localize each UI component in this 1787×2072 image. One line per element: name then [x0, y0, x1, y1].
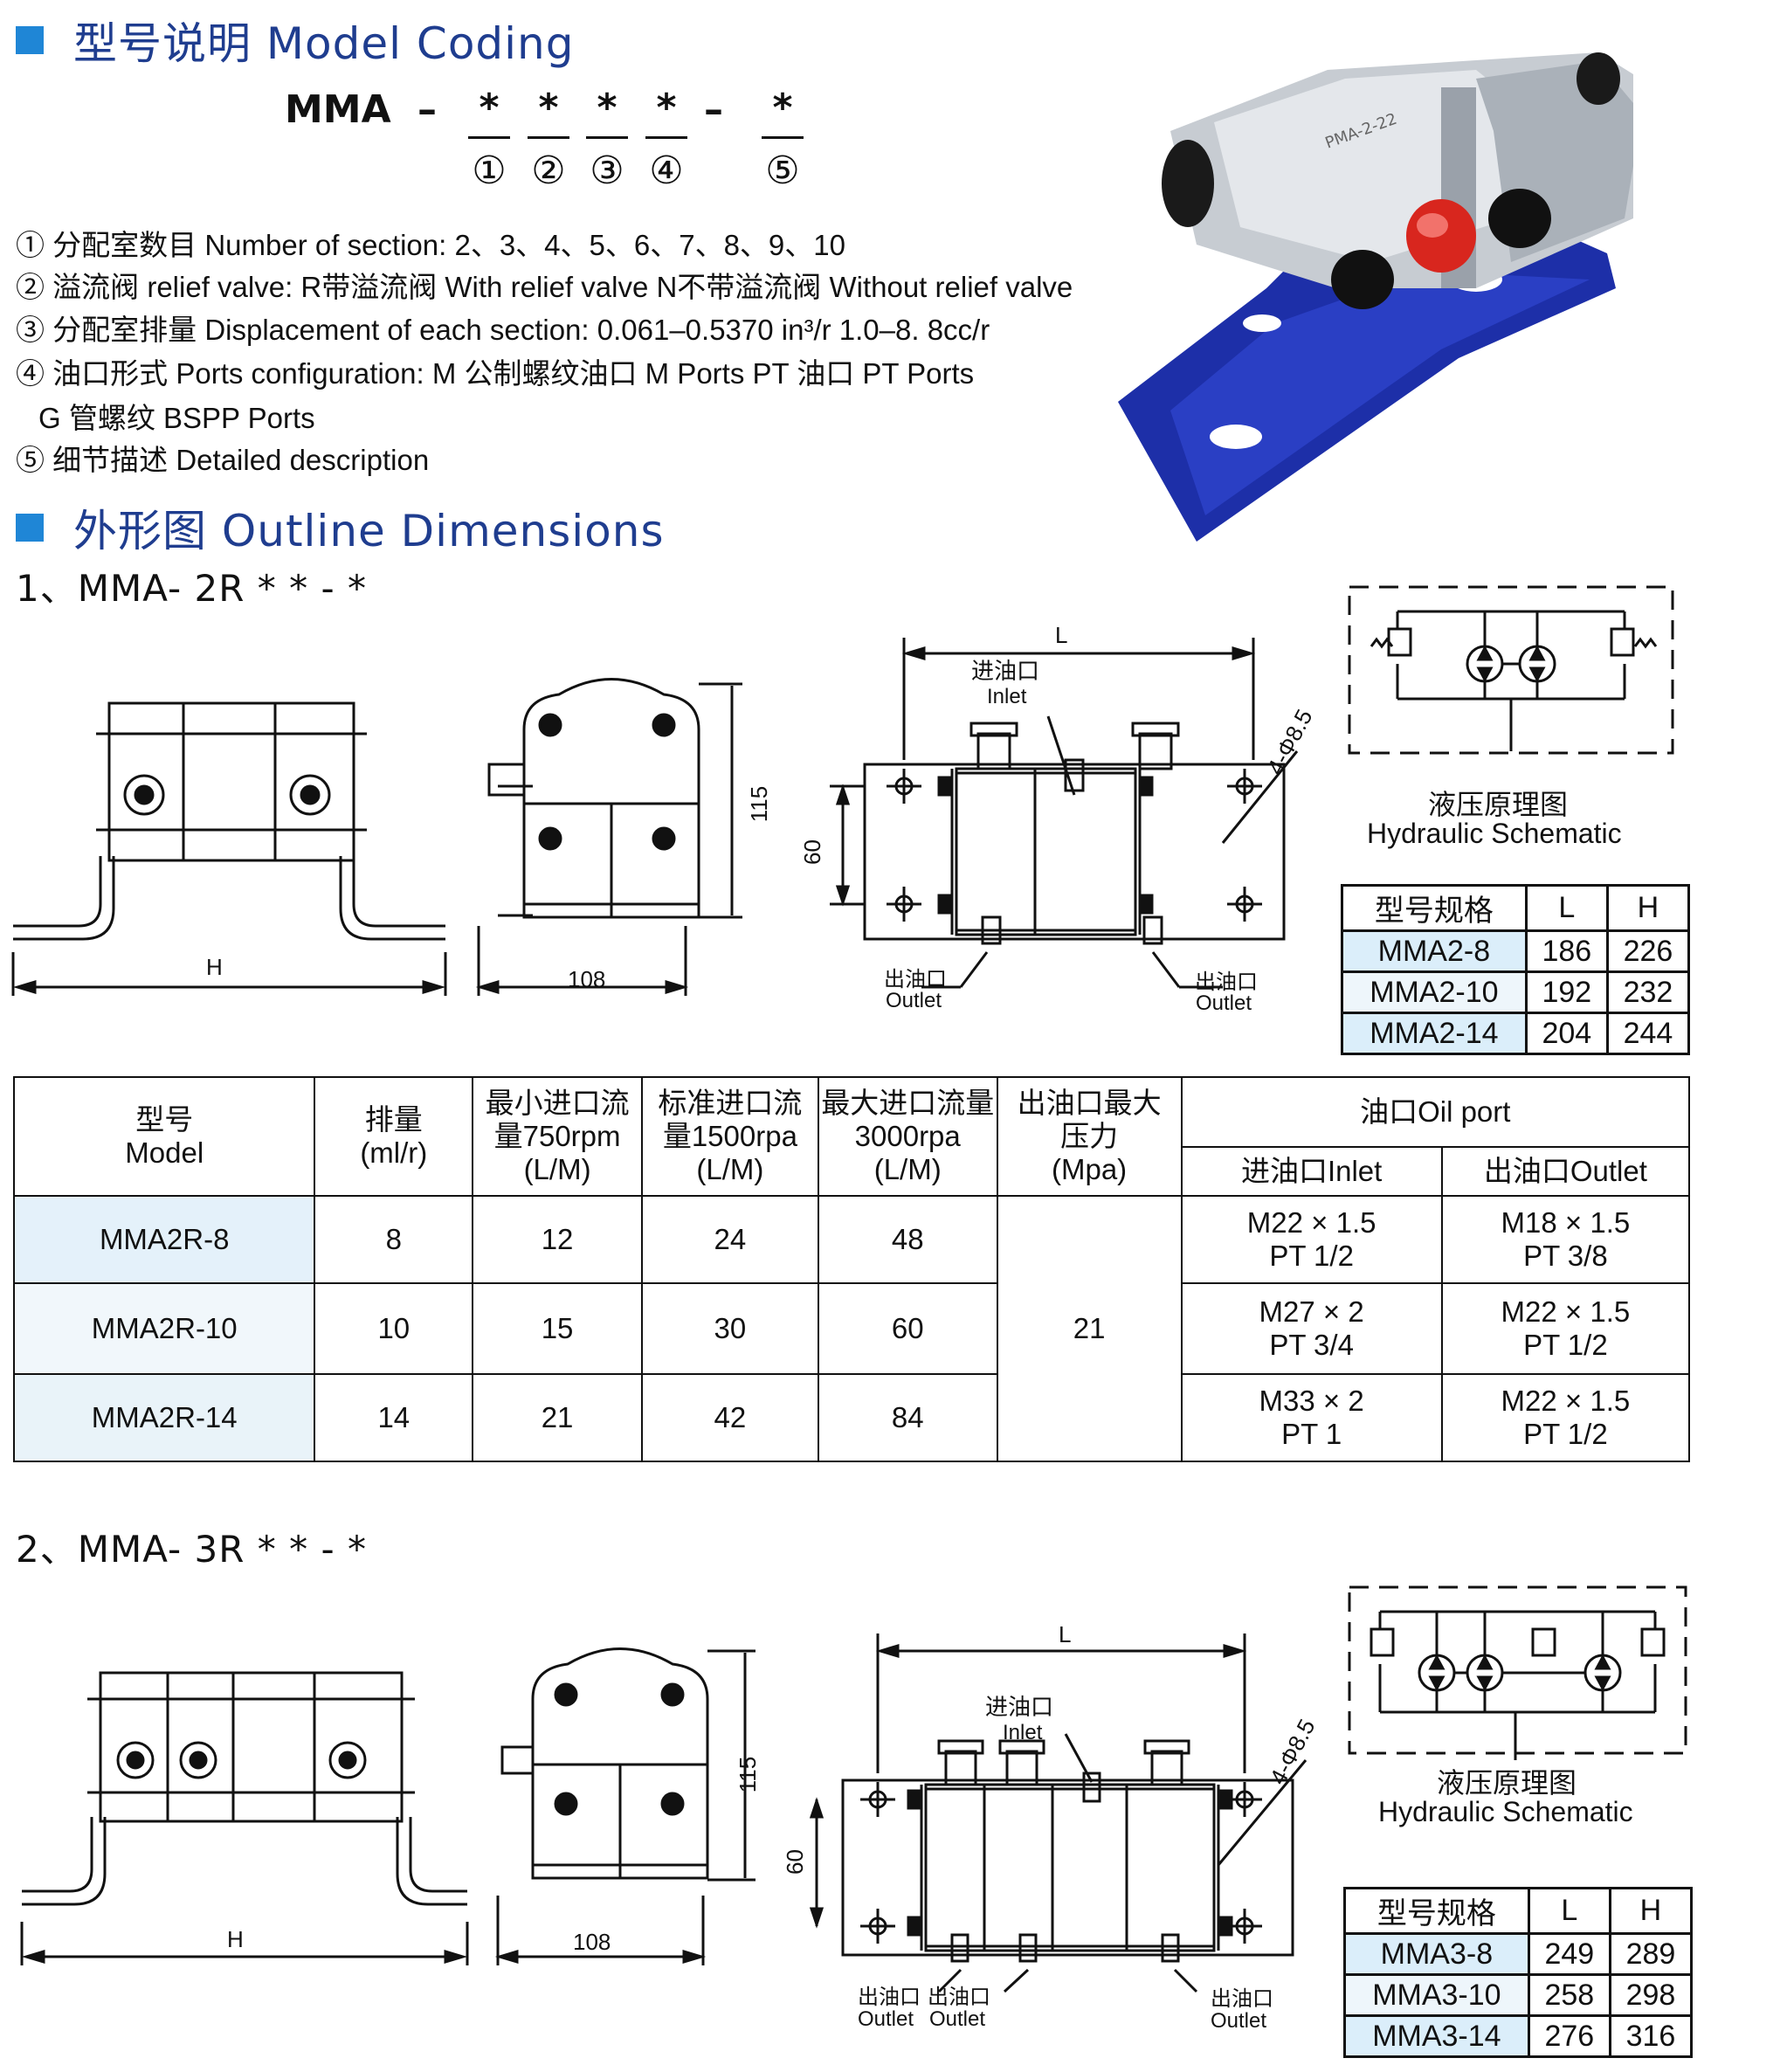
- model2-outlet-cn-1: 出油口: [858, 1986, 921, 2009]
- model2-outlet-en-1: Outlet: [858, 2007, 914, 2031]
- spec-header: L: [1524, 884, 1609, 932]
- model1-dim-L: L: [1055, 622, 1068, 648]
- model2-outlet-cn-3: 出油口: [1211, 1987, 1273, 2011]
- model2-dim-60: 60: [781, 1849, 808, 1875]
- position-5: ⑤: [765, 148, 800, 193]
- spec-header: L: [1527, 1887, 1611, 1935]
- code-underline: [468, 136, 510, 139]
- model2-inlet-en: Inlet: [1003, 1721, 1043, 1744]
- code-underline: [528, 136, 569, 139]
- code-dash: –: [704, 87, 723, 132]
- code-star-1: *: [479, 86, 500, 130]
- model1-schematic-cn: 液压原理图: [1428, 789, 1569, 820]
- code-star-3: *: [597, 86, 618, 130]
- header-std-flow: 标准进口流量1500rpa(L/M): [640, 1076, 819, 1197]
- model1-outlet-cn-right: 出油口: [1195, 970, 1258, 994]
- model2-side-view: [494, 1647, 756, 1965]
- code-underline: [762, 136, 804, 139]
- model2-schematic-cn: 液压原理图: [1437, 1767, 1577, 1799]
- coding-item-5: ⑤ 细节描述 Detailed description: [16, 444, 430, 476]
- coding-item-4b: G 管螺纹 BSPP Ports: [38, 402, 315, 434]
- position-3: ③: [590, 148, 624, 193]
- spec-header: 型号规格: [1341, 884, 1528, 932]
- pressure-value: 21: [996, 1195, 1183, 1462]
- model1-outlet-en-left: Outlet: [886, 989, 942, 1012]
- position-1: ①: [472, 148, 507, 193]
- model2-schematic-en: Hydraulic Schematic: [1378, 1796, 1633, 1827]
- model1-inlet-en: Inlet: [987, 685, 1027, 708]
- product-photo-illustration: PMA-2-22: [1118, 52, 1633, 542]
- coding-item-4: ④ 油口形式 Ports configuration: M 公制螺纹油口 M P…: [16, 357, 975, 390]
- square-bullet-icon: [16, 514, 44, 542]
- model1-heading: 1、MMA- 2R * * - *: [16, 567, 367, 610]
- header-pressure: 出油口最大压力(Mpa): [996, 1076, 1183, 1197]
- model2-outlet-en-3: Outlet: [1211, 2009, 1267, 2033]
- header-outlet: 出油口Outlet: [1440, 1146, 1691, 1197]
- coding-item-2: ② 溢流阀 relief valve: R带溢流阀 With relief va…: [16, 271, 1073, 303]
- model2-outlet-en-2: Outlet: [929, 2007, 986, 2031]
- header-inlet: 进油口Inlet: [1180, 1146, 1443, 1197]
- model1-hydraulic-schematic-diagram: [1348, 585, 1674, 755]
- spec-header: 型号规格: [1343, 1887, 1530, 1935]
- code-star-5: *: [772, 86, 793, 130]
- section-title-outline: 外形图 Outline Dimensions: [16, 496, 665, 559]
- model2-top-view: [809, 1633, 1307, 1993]
- header-oil-port: 油口Oil port: [1180, 1076, 1691, 1148]
- header-min-flow: 最小进口流量750rpm(L/M): [472, 1076, 643, 1197]
- model1-outlet-en-right: Outlet: [1196, 991, 1252, 1015]
- model2-outlet-cn-2: 出油口: [928, 1986, 990, 2009]
- code-underline: [645, 136, 687, 139]
- spec-header: H: [1605, 884, 1691, 932]
- code-prefix: MMA: [285, 87, 391, 132]
- coding-item-3: ③ 分配室排量 Displacement of each section: 0.…: [16, 314, 990, 346]
- coding-item-1: ① 分配室数目 Number of section: 2、3、4、5、6、7、8…: [16, 229, 845, 261]
- position-4: ④: [649, 148, 684, 193]
- position-2: ②: [531, 148, 566, 193]
- section-title-model-coding: 型号说明 Model Coding: [16, 9, 574, 72]
- model2-dim-L: L: [1059, 1621, 1072, 1647]
- code-star-2: *: [538, 86, 559, 130]
- model2-front-view: [20, 1671, 469, 1965]
- model1-dim-115: 115: [746, 785, 773, 823]
- model1-dim-108: 108: [568, 966, 606, 992]
- model2-dim-H: H: [227, 1926, 244, 1952]
- code-underline: [586, 136, 628, 139]
- model2-dim-115: 115: [735, 1756, 762, 1793]
- square-bullet-icon: [16, 26, 44, 54]
- model2-inlet-cn: 进油口: [985, 1694, 1054, 1720]
- model1-top-view: [830, 638, 1299, 989]
- model2-dim-108: 108: [573, 1929, 611, 1955]
- model1-outlet-cn-left: 出油口: [884, 968, 947, 991]
- model2-heading: 2、MMA- 3R * * - *: [16, 1528, 367, 1571]
- spec-header: H: [1608, 1887, 1694, 1935]
- model1-inlet-cn: 进油口: [971, 658, 1040, 684]
- header-displacement: 排量(ml/r): [314, 1076, 474, 1197]
- model1-front-view: [11, 701, 447, 996]
- model1-side-view: [475, 678, 742, 996]
- model1-dim-H: H: [206, 954, 223, 980]
- model1-schematic-en: Hydraulic Schematic: [1367, 818, 1622, 849]
- code-dash: –: [417, 87, 437, 132]
- model2-hydraulic-schematic-diagram: [1348, 1585, 1687, 1760]
- code-star-4: *: [656, 86, 677, 130]
